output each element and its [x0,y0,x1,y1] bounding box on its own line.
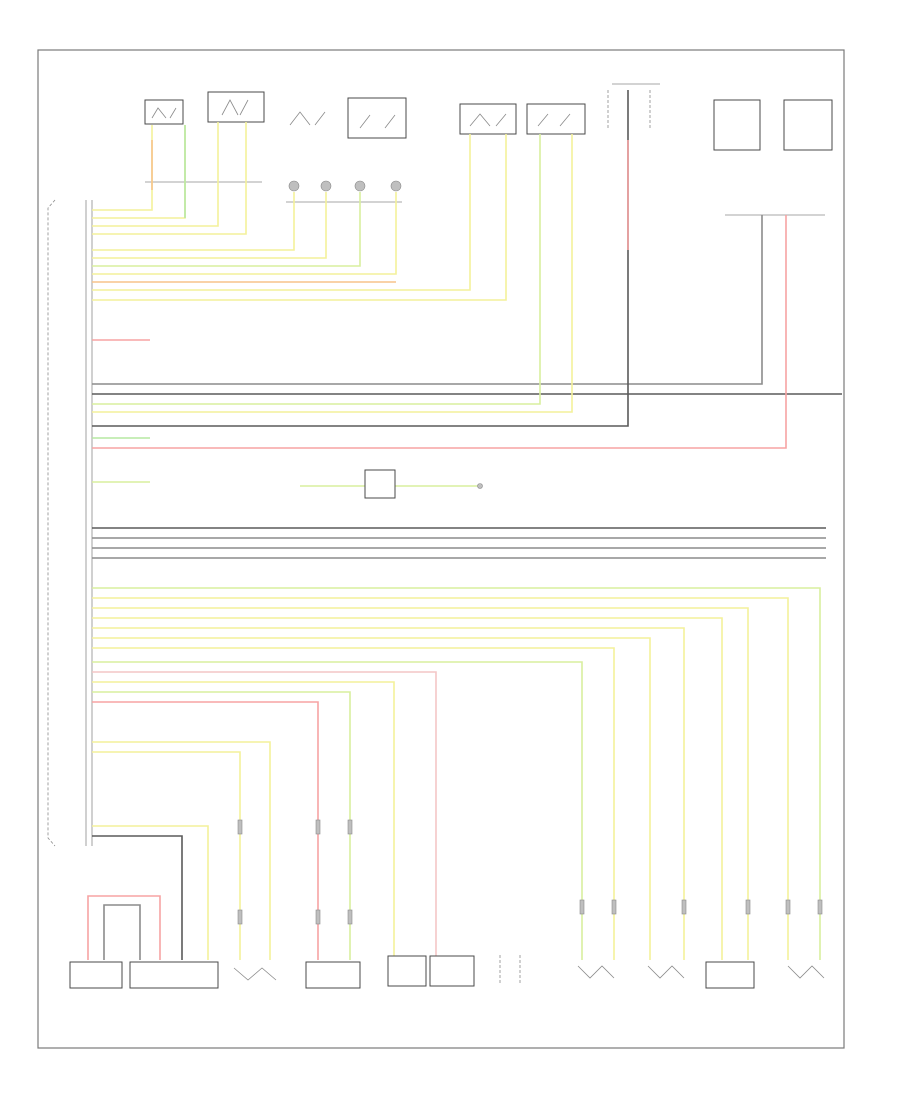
spiral-cable [499,955,521,985]
right-curtain-airbag-squib [347,97,407,139]
wire-gray-1 [92,215,763,385]
left-side-airbag-squib [289,111,326,126]
front-passenger-seat-belt-switch [144,99,184,125]
wires-upper [92,122,507,341]
wire-y-5 [92,192,295,251]
wire-y-6 [92,192,327,259]
right-side-airbag-sensor [207,91,265,123]
wire-connectors-lower [237,819,823,925]
steering-pad-squib-right [783,99,833,151]
wires-lower [92,587,821,960]
wire-y-4 [92,122,247,235]
wires-bus-lower [92,527,826,559]
airbag-control-module [47,199,93,847]
occupant-detection-ecu-top [607,83,660,130]
right-front-door-airbag-sensor [459,103,517,135]
connector-row-top [145,180,402,203]
left-front-seat-position-sensor [129,961,219,989]
wires-middle [92,90,842,449]
wire-red-loop [87,895,161,960]
wire-g-1 [92,192,361,267]
wire-y-1 [92,125,153,211]
left-rear-curtain-squib [647,965,685,979]
passenger-airbag-indicator [92,469,483,499]
left-seat-belt-buckle-switch [69,961,123,989]
wire-y-2 [92,125,186,219]
wire-y-7 [92,192,397,275]
wire-yg-2 [92,134,541,405]
wire-y-8 [92,134,471,291]
steering-pad-squib-left [713,99,761,151]
wire-gray-loop [103,904,141,960]
right-rear-side-airbag-squib [787,965,825,979]
wire-red-2 [92,215,787,449]
right-front-airbag-sensor [526,103,586,135]
left-front-side-airbag-squib [233,967,277,981]
wire-y-9 [92,134,507,301]
wire-y-3 [92,122,219,227]
diagram-frame [37,49,845,1049]
right-rear-curtain-squib [705,961,755,989]
left-rear-side-airbag-squib [577,965,615,979]
left-front-airbag-sensor [387,955,475,987]
left-curtain-airbag-squib [305,961,361,989]
wire-y-10 [92,134,573,413]
